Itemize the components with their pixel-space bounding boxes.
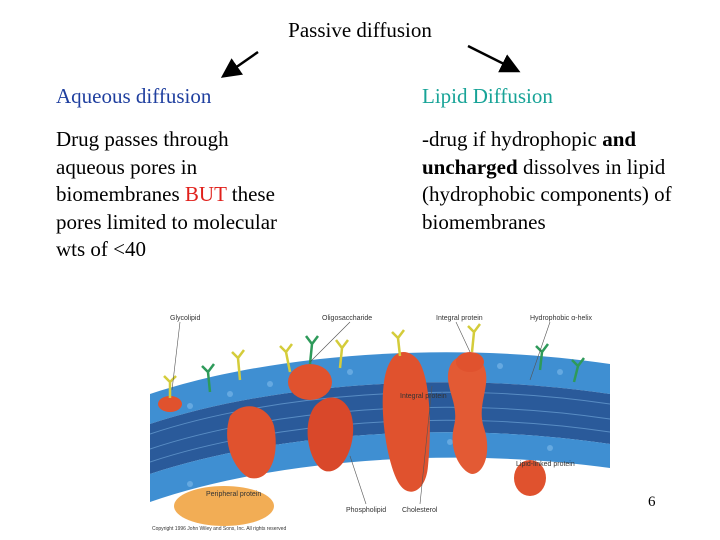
lipid-linked-protein-icon (514, 460, 546, 496)
slide-title: Passive diffusion (288, 18, 432, 42)
arrow-left (220, 50, 259, 78)
lipid-text-bold: and uncharged (422, 127, 637, 179)
label-cholesterol: Cholesterol (402, 507, 438, 514)
label-oligosaccharide: Oligosaccharide (322, 315, 372, 322)
label-peripheral-protein: Peripheral protein (206, 491, 261, 498)
slide-number: 6 (648, 494, 656, 510)
arrow-right (467, 44, 521, 73)
label-integral-protein-top: Integral protein (436, 315, 483, 322)
membrane-outer-heads (150, 352, 610, 424)
oligosaccharide-chains (163, 323, 585, 398)
lipid-diffusion-heading: Lipid Diffusion (422, 84, 553, 108)
lipid-text-part2: dissolves in lipid (hydrophobic componen… (422, 154, 672, 234)
transmembrane-protein-icon (227, 406, 276, 479)
lipid-tails (150, 391, 610, 463)
lipid-diffusion-text: -drug if hydrophopic and uncharged disso… (422, 126, 712, 236)
label-integral-protein-inner: Integral protein (400, 393, 447, 400)
membrane-core (150, 382, 610, 474)
label-glycolipid: Glycolipid (170, 315, 200, 322)
aqueous-text-highlight: BUT (184, 182, 227, 206)
lipid-text-part1: -drug if hydrophopic (422, 127, 603, 151)
copyright-text: Copyright 1996 John Wiley and Sons, Inc.… (152, 526, 286, 532)
integral-protein-large-icon (382, 351, 430, 492)
aqueous-diffusion-text: Drug passes through aqueous pores in bio… (56, 126, 296, 264)
label-lipid-linked: Lipid-linked protein (516, 461, 575, 468)
cell-membrane-figure: Glycolipid Oligosaccharide Integral prot… (150, 315, 610, 532)
label-phospholipid: Phospholipid (346, 507, 386, 514)
aqueous-text-part2: these pores limited to molecular wts of … (56, 182, 278, 261)
channel-protein-icon (307, 397, 354, 472)
integral-protein-icon (288, 364, 332, 400)
peripheral-protein-icon (174, 486, 274, 526)
label-hydrophobic-helix: Hydrophobic α-helix (530, 315, 593, 322)
helix-protein-icon (447, 355, 488, 474)
aqueous-diffusion-heading: Aqueous diffusion (56, 84, 212, 108)
glycolipid-protein-icon (158, 396, 182, 412)
aqueous-text-part1: Drug passes through aqueous pores in bio… (56, 127, 229, 206)
arrows (220, 44, 521, 78)
small-protein-icon (456, 352, 484, 372)
